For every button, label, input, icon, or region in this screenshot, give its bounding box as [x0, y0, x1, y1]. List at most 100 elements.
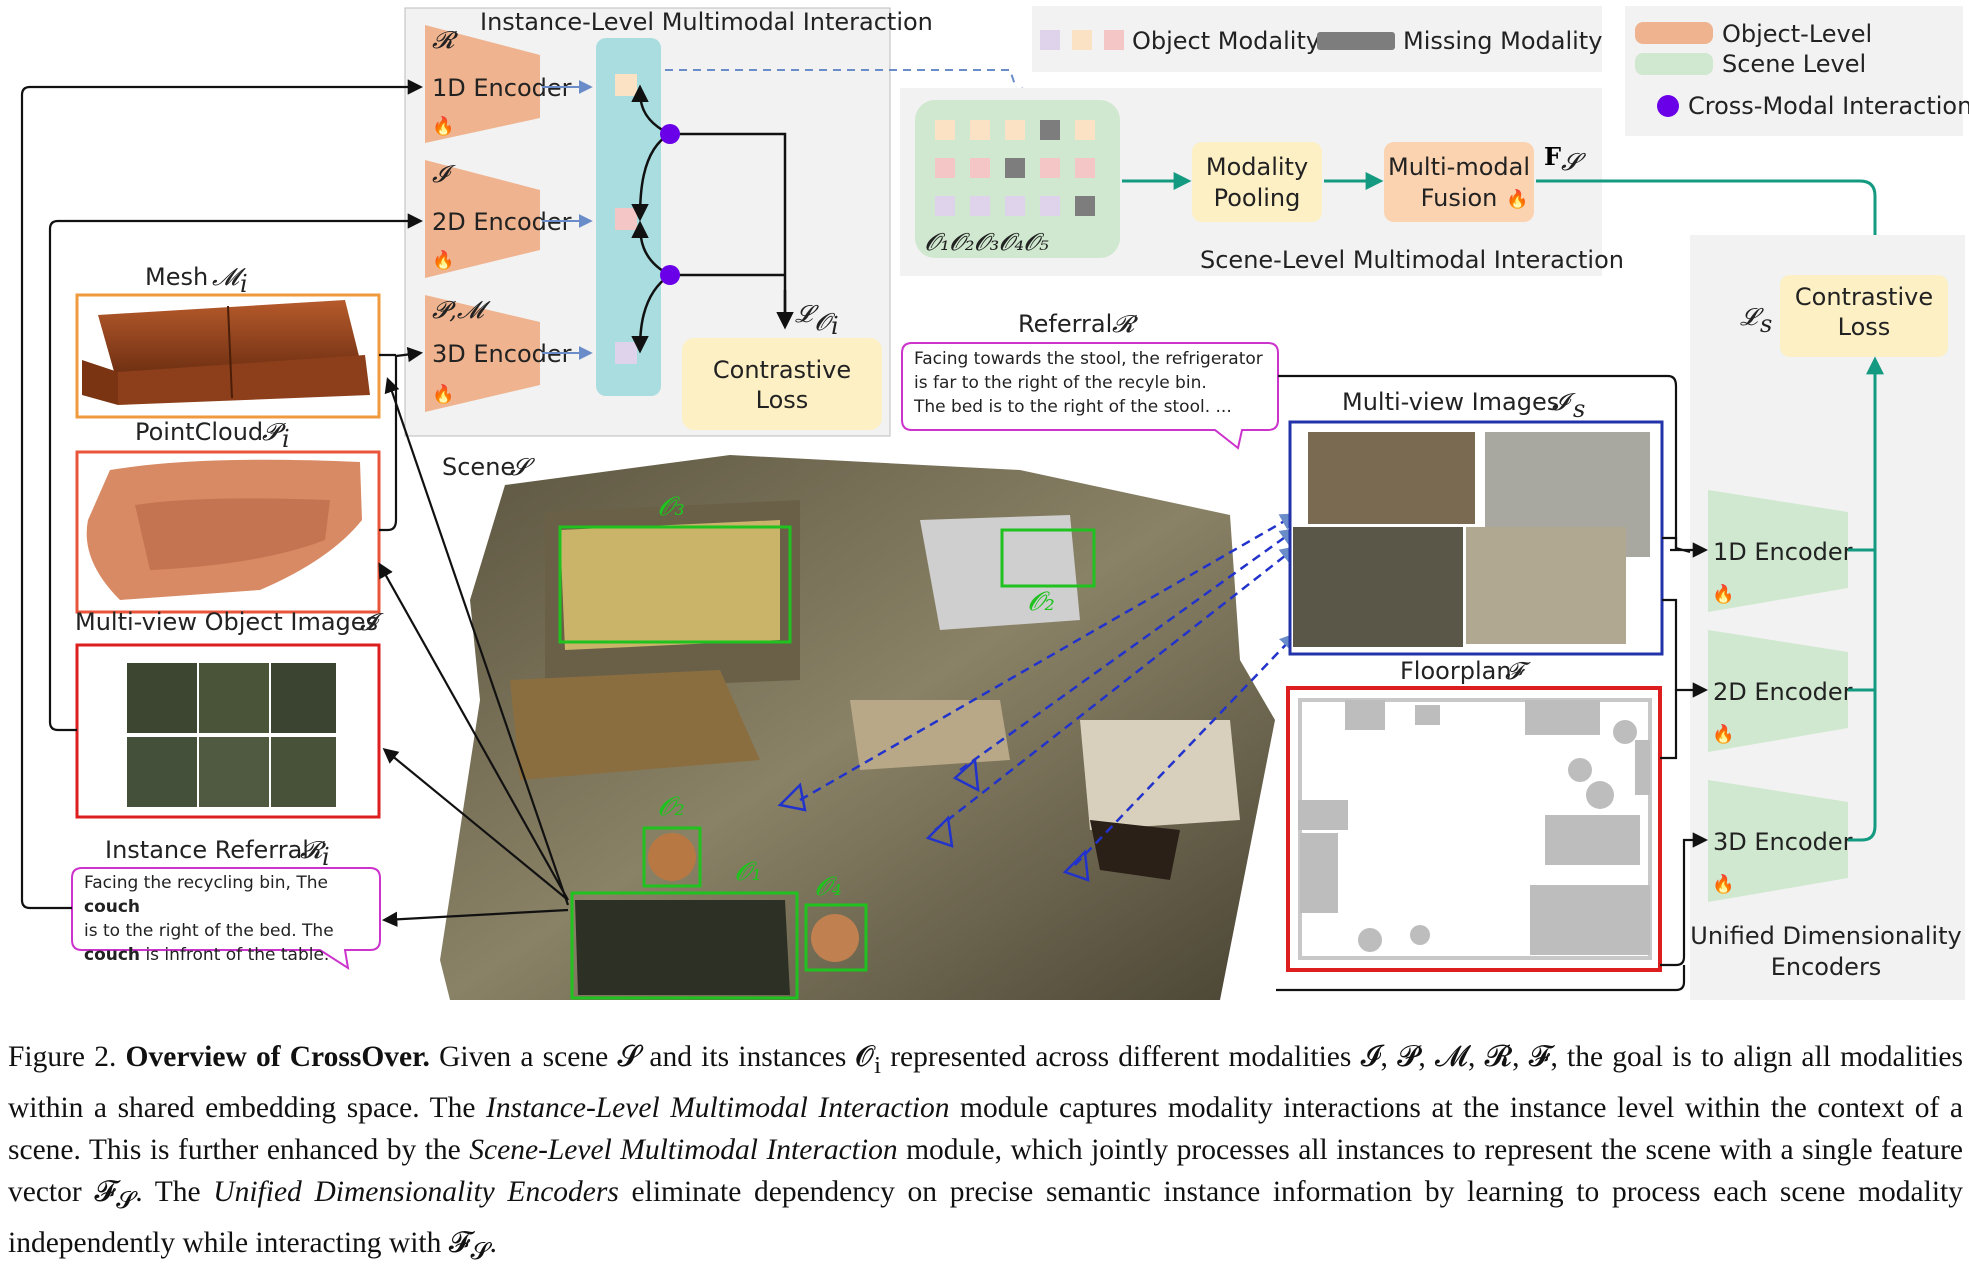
- inst-ref-couch: couch: [84, 897, 141, 917]
- svg-text:𝓞₂: 𝓞₂: [658, 792, 685, 822]
- inst-ref-line3: is infront of the table.: [140, 945, 330, 965]
- referral-line2: is far to the right of the recyle bin.: [914, 373, 1207, 393]
- caption-text: eliminate dependency on precise semantic…: [8, 1175, 1963, 1259]
- unified-encoders-title: Unified Dimensionality: [1690, 922, 1961, 950]
- figure-caption: Figure 2. Overview of CrossOver. Given a…: [8, 1036, 1963, 1273]
- fire-icon: 🔥: [432, 383, 454, 405]
- couch-mesh-image: [82, 300, 370, 405]
- svg-text:𝓟,𝓜: 𝓟,𝓜: [432, 296, 491, 324]
- mv-scene-thumbnails: [1293, 432, 1650, 647]
- instance-referral-text: Facing the recycling bin, The couch is t…: [84, 871, 379, 967]
- object-token-1d: [615, 74, 637, 96]
- referral-label: Referral: [1018, 310, 1112, 338]
- svg-text:s: s: [1573, 395, 1585, 423]
- inst-ref-line2: is to the right of the bed. The: [84, 921, 334, 941]
- svg-text:Cross-Modal Interaction: Cross-Modal Interaction: [1688, 92, 1969, 120]
- fire-icon: 🔥: [1712, 873, 1734, 895]
- scene-3d-encoder: 3D Encoder 🔥: [1708, 780, 1853, 902]
- referral-line3: The bed is to the right of the stool. ..…: [914, 397, 1232, 417]
- svg-text:𝓢: 𝓢: [510, 453, 536, 481]
- svg-text:Object Modality: Object Modality: [1132, 27, 1320, 55]
- svg-text:i: i: [322, 843, 330, 871]
- caption-em: Scene-Level Multimodal Interaction: [469, 1133, 898, 1166]
- svg-text:Fusion: Fusion: [1421, 184, 1498, 212]
- caption-text: .: [489, 1226, 497, 1259]
- caption-text: module, which jointly processes all inst…: [8, 1133, 1963, 1208]
- svg-text:2D Encoder: 2D Encoder: [1713, 678, 1853, 706]
- multimodal-fusion-box: [1384, 142, 1534, 222]
- svg-text:Multi-modal: Multi-modal: [1388, 153, 1530, 181]
- instance-contrastive-loss-box: [682, 338, 882, 430]
- svg-text:Contrastive: Contrastive: [713, 356, 851, 384]
- svg-text:Loss: Loss: [1838, 313, 1891, 341]
- instance-referral-bubble: [71, 867, 381, 971]
- object-token-3d: [615, 342, 637, 364]
- mv-images-label: Multi-view Images: [1342, 388, 1559, 416]
- inst-ref-couch2: couch: [84, 945, 141, 965]
- scene-contrastive-loss-box: [1780, 275, 1948, 357]
- svg-text:Loss: Loss: [756, 386, 809, 414]
- modality-pooling-box: [1192, 142, 1322, 222]
- svg-text:𝓡: 𝓡: [1112, 310, 1139, 338]
- pointcloud-label: PointCloud: [135, 418, 263, 446]
- referral-line1: Facing towards the stool, the refrigerat…: [914, 349, 1263, 369]
- caption-title: Overview of CrossOver.: [125, 1041, 430, 1073]
- caption-em: Instance-Level Multimodal Interaction: [486, 1091, 950, 1124]
- svg-text:𝓞₁: 𝓞₁: [735, 857, 762, 887]
- instance-panel-title: Instance-Level Multimodal Interaction: [480, 8, 933, 36]
- svg-text:𝓞₂: 𝓞₂: [1028, 587, 1055, 617]
- caption-fig-number: Figure 2.: [8, 1041, 117, 1073]
- caption-em: Unified Dimensionality Encoders: [213, 1175, 619, 1208]
- instance-2d-encoder: 𝓘 2D Encoder 🔥: [425, 160, 572, 278]
- token-grid-cells: [935, 120, 1095, 216]
- scene-3d-image: [440, 455, 1275, 1000]
- referral-text: Facing towards the stool, the refrigerat…: [914, 347, 1279, 419]
- fire-icon: 🔥: [1712, 583, 1734, 605]
- bbox-o2: [642, 826, 702, 888]
- caption-sub: i: [874, 1051, 882, 1079]
- caption-text: module captures modality interactions at…: [8, 1091, 1963, 1166]
- svg-text:Contrastive: Contrastive: [1795, 283, 1933, 311]
- svg-text:Scene Level: Scene Level: [1722, 50, 1866, 78]
- svg-text:i: i: [831, 312, 839, 340]
- couch-pointcloud-image: [86, 459, 362, 600]
- scene-objects-label: 𝓞₁𝓞₂𝓞₃𝓞₄𝓞₅: [925, 228, 1049, 256]
- mv-object-label: Multi-view Object Images: [75, 608, 378, 636]
- inst-ref-line1: Facing the recycling bin, The: [84, 873, 328, 893]
- fire-icon: 🔥: [1506, 188, 1528, 210]
- caption-text: . The: [135, 1175, 214, 1208]
- caption-text: represented across different modalities …: [8, 1041, 1964, 1124]
- instance-referral-label: Instance Referral: [105, 836, 309, 864]
- fire-icon: 🔥: [1712, 723, 1734, 745]
- floorplan-image: [1298, 698, 1652, 960]
- bbox-o1: [570, 891, 799, 1000]
- svg-text:s: s: [1760, 310, 1772, 338]
- fire-icon: 🔥: [432, 115, 454, 137]
- fs-label: F: [1544, 142, 1561, 171]
- scene-2d-encoder: 2D Encoder 🔥: [1708, 630, 1853, 752]
- svg-text:1D Encoder: 1D Encoder: [1713, 538, 1853, 566]
- scene-panel-title: Scene-Level Multimodal Interaction: [1200, 246, 1624, 274]
- svg-text:Pooling: Pooling: [1214, 184, 1301, 212]
- svg-text:Modality: Modality: [1206, 153, 1308, 181]
- referral-bubble: [901, 342, 1279, 450]
- svg-text:𝓞₃: 𝓞₃: [658, 492, 685, 522]
- svg-text:Encoders: Encoders: [1771, 953, 1882, 981]
- svg-text:Missing Modality: Missing Modality: [1403, 27, 1602, 55]
- floorplan-label: Floorplan: [1400, 657, 1512, 685]
- svg-text:i: i: [240, 270, 248, 298]
- svg-text:Object-Level: Object-Level: [1722, 20, 1872, 48]
- crossover-diagram: Instance-Level Multimodal Interaction 𝓡 …: [20, 6, 1969, 1000]
- cross-modal-dot: [660, 265, 680, 285]
- caption-text: Given a scene 𝓢 and its instances 𝓞: [439, 1041, 875, 1073]
- instance-3d-encoder: 𝓟,𝓜 3D Encoder 🔥: [425, 295, 572, 412]
- caption-sub: 𝓢: [116, 1186, 136, 1214]
- scene-1d-encoder: 1D Encoder 🔥: [1708, 490, 1853, 612]
- caption-sub: 𝓢: [470, 1237, 490, 1265]
- fire-icon: 🔥: [432, 249, 454, 271]
- scene-token-grid: [915, 100, 1120, 258]
- scene-label: Scene: [442, 453, 515, 481]
- svg-text:i: i: [282, 425, 290, 453]
- bbox-o4: [804, 903, 868, 972]
- svg-text:𝓞₄: 𝓞₄: [815, 872, 842, 902]
